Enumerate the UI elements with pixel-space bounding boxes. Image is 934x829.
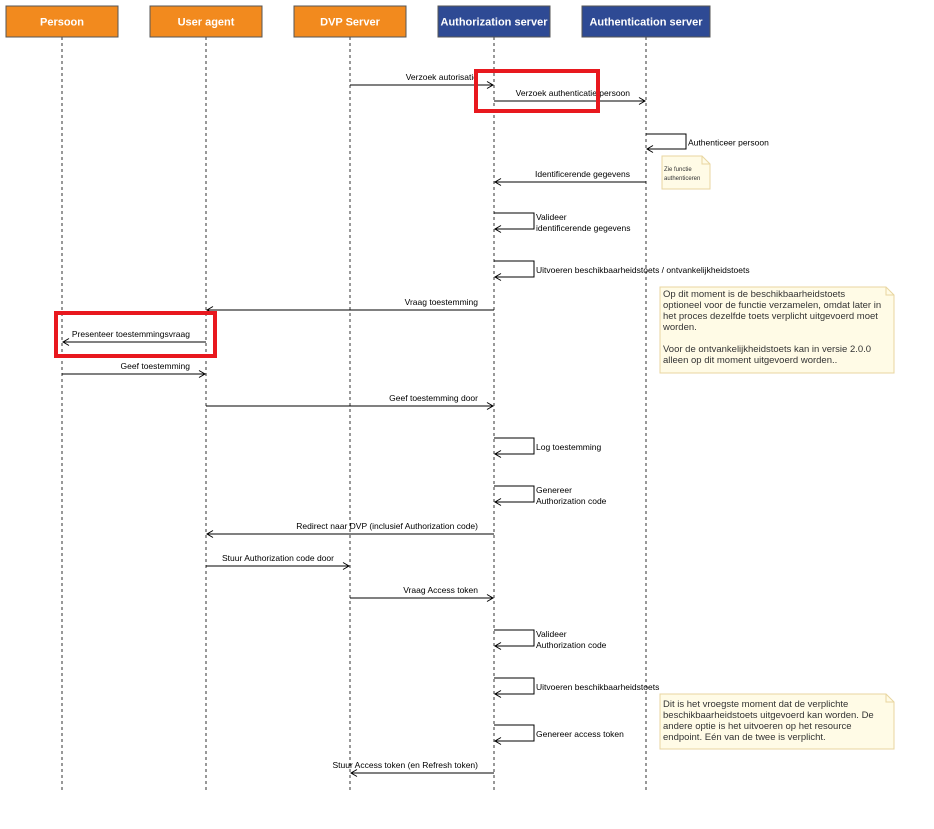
message-label: Vraag Access token [403, 585, 478, 595]
highlight-box [474, 69, 600, 113]
actor-box: Authentication server [581, 5, 711, 38]
message: Genereer access token [494, 724, 624, 745]
message-label: Genereer access token [536, 729, 624, 739]
message: Stuur Authorization code door [206, 553, 350, 570]
message-label: Authorization code [536, 640, 607, 650]
note: Dit is het vroegste moment dat de verpli… [659, 693, 895, 750]
message-label: Authorization code [536, 496, 607, 506]
message-label: Verzoek authenticatie persoon [516, 88, 631, 98]
message-label: Geef toestemming door [389, 393, 478, 403]
message-label: Identificerende gegevens [535, 169, 630, 179]
message: Verzoek autorisatie [350, 72, 494, 89]
message: Log toestemming [494, 437, 601, 458]
actor-box: DVP Server [293, 5, 407, 38]
message-label: Authenticeer persoon [688, 138, 769, 148]
message-label: Genereer [536, 485, 572, 495]
note-text: Dit is het vroegste moment dat de verpli… [663, 699, 848, 710]
actor-box: User agent [149, 5, 263, 38]
highlight-box [54, 311, 217, 358]
message-label: Geef toestemming [121, 361, 191, 371]
note-text: optioneel voor de functie verzamelen, om… [663, 300, 881, 311]
actor-box: Persoon [5, 5, 119, 38]
message-label: Log toestemming [536, 442, 601, 452]
message-label: Vraag toestemming [405, 297, 479, 307]
note-text: Op dit moment is de beschikbaarheidstoet… [663, 289, 845, 300]
note-text: alleen op dit moment uitgevoerd worden.. [663, 355, 837, 366]
note: Zie functie authenticeren [661, 155, 711, 190]
message: Authenticeer persoon [646, 133, 769, 153]
note-text: worden. [662, 322, 697, 333]
message-label: Stuur Authorization code door [222, 553, 334, 563]
actor-label: Persoon [40, 17, 84, 29]
message: Vraag Access token [350, 585, 494, 602]
message: Uitvoeren beschikbaarheidstoets / ontvan… [494, 260, 750, 281]
note-text: endpoint. Eén van de twee is verplicht. [663, 732, 826, 743]
actor-label: User agent [178, 17, 235, 29]
actor-label: DVP Server [320, 17, 380, 29]
message-label: Stuur Access token (en Refresh token) [332, 760, 478, 770]
message: Identificerende gegevens [494, 169, 646, 186]
message-label: Valideer [536, 212, 567, 222]
message: Geef toestemming [62, 361, 206, 378]
note-text: Voor de ontvankelijkheidstoets kan in ve… [663, 344, 871, 355]
note-text: beschikbaarheidstoets uitgevoerd kan wor… [663, 710, 874, 721]
note-text: authenticeren [664, 176, 700, 182]
message-label: Redirect naar DVP (inclusief Authorizati… [296, 521, 478, 531]
message-label: Uitvoeren beschikbaarheidstoets [536, 682, 659, 692]
message: Presenteer toestemmingsvraag [62, 329, 206, 346]
message-label: Presenteer toestemmingsvraag [72, 329, 190, 339]
actor-label: Authorization server [441, 17, 549, 29]
note-text: het proces dezelfde toets verplicht uitg… [663, 311, 878, 322]
message: Redirect naar DVP (inclusief Authorizati… [206, 521, 494, 538]
note-text: andere optie is het uitvoeren op het res… [663, 721, 852, 732]
message-label: Uitvoeren beschikbaarheidstoets / ontvan… [536, 265, 750, 275]
message: Geef toestemming door [206, 393, 494, 410]
note-text: Zie functie [664, 167, 692, 173]
message: Uitvoeren beschikbaarheidstoets [494, 677, 659, 698]
message: Vraag toestemming [206, 297, 494, 314]
message: Stuur Access token (en Refresh token) [332, 760, 494, 777]
note: Op dit moment is de beschikbaarheidstoet… [659, 286, 895, 374]
message-label: identificerende gegevens [536, 223, 631, 233]
actor-box: Authorization server [437, 5, 551, 38]
message-label: Valideer [536, 629, 567, 639]
message: Verzoek authenticatie persoon [494, 88, 646, 105]
message-label: Verzoek autorisatie [406, 72, 479, 82]
actor-label: Authentication server [589, 17, 703, 29]
